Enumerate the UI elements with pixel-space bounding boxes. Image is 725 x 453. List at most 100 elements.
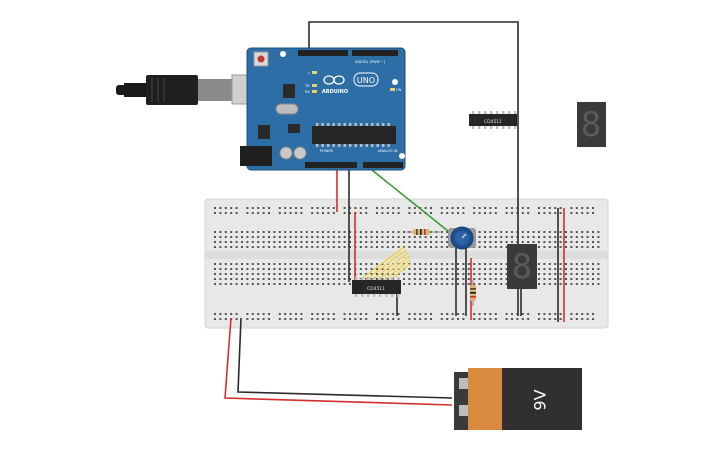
breadboard-hole (494, 241, 497, 243)
breadboard-hole (484, 273, 486, 275)
breadboard-hole (251, 273, 254, 275)
breadboard-hole (343, 278, 346, 280)
breadboard-hole (322, 236, 324, 238)
breadboard-hole (316, 212, 319, 214)
breadboard-hole (538, 212, 540, 214)
breadboard-hole (295, 318, 297, 320)
breadboard-hole (230, 263, 233, 265)
breadboard-hole (219, 283, 222, 285)
power-jack[interactable] (240, 146, 272, 166)
breadboard-hole (543, 241, 546, 243)
breadboard-hole (570, 318, 573, 320)
breadboard-hole (284, 236, 287, 238)
cd4511-chip-board[interactable]: CD4511 (352, 277, 401, 297)
breadboard-hole (494, 268, 497, 270)
arduino-uno-board[interactable]: UNO ARDUINO DIGITAL (PWM ~) L TX RX ON P… (240, 47, 406, 171)
breadboard-hole (570, 313, 573, 315)
breadboard-hole (581, 241, 584, 243)
wire-black-top-loop[interactable] (308, 21, 519, 316)
led-tx (312, 84, 317, 87)
breadboard-hole (359, 212, 362, 214)
breadboard-hole (241, 263, 243, 265)
breadboard-hole (235, 278, 238, 280)
breadboard-hole (327, 318, 330, 320)
breadboard-hole (586, 278, 589, 280)
chip-pin (360, 144, 363, 147)
breadboard-hole (440, 278, 443, 280)
breadboard-hole (332, 278, 335, 280)
breadboard-hole (365, 236, 368, 238)
breadboard-hole (592, 212, 594, 214)
breadboard-hole (300, 313, 303, 315)
chip-pin (478, 126, 481, 129)
breadboard-hole (278, 263, 281, 265)
breadboard-hole (440, 263, 443, 265)
breadboard-hole (278, 241, 281, 243)
breadboard-hole (332, 313, 335, 315)
breadboard-hole (273, 263, 276, 265)
wire-black-battery[interactable] (237, 317, 453, 399)
breadboard-hole (300, 278, 303, 280)
breadboard-hole (559, 318, 562, 320)
breadboard-hole (257, 231, 260, 233)
wire-green-analog[interactable] (366, 165, 449, 232)
potentiometer[interactable] (448, 226, 476, 250)
breadboard-hole (408, 268, 411, 270)
usb-cable[interactable] (116, 74, 269, 105)
breadboard-hole (581, 212, 584, 214)
reset-button[interactable] (257, 55, 265, 63)
battery-9v[interactable]: 9V (454, 368, 582, 430)
breadboard-hole (311, 263, 314, 265)
breadboard-hole (419, 263, 422, 265)
breadboard-hole (419, 273, 422, 275)
breadboard-hole (592, 318, 594, 320)
breadboard-hole (543, 263, 546, 265)
chip-pin (354, 144, 357, 147)
breadboard-hole (219, 241, 222, 243)
breadboard-hole (565, 241, 567, 243)
chip-pin (316, 144, 319, 147)
capacitor (293, 146, 307, 160)
breadboard-hole (457, 212, 459, 214)
mount-hole (392, 79, 398, 85)
breadboard-hole (575, 318, 578, 320)
breadboard-hole (316, 246, 319, 248)
breadboard-hole (386, 246, 389, 248)
breadboard-hole (230, 246, 233, 248)
breadboard-hole (224, 236, 227, 238)
wire-red-battery[interactable] (224, 317, 453, 406)
seven-segment-display-loose[interactable]: 8 (577, 102, 606, 147)
breadboard-hole (284, 207, 287, 209)
breadboard-hole (478, 313, 481, 315)
breadboard-hole (343, 313, 346, 315)
breadboard-hole (484, 236, 486, 238)
cd4511-chip-loose[interactable]: CD4511 (469, 111, 517, 129)
breadboard-hole (565, 236, 567, 238)
breadboard-hole (316, 278, 319, 280)
breadboard-hole (586, 263, 589, 265)
potentiometer-knob[interactable] (461, 233, 467, 239)
mount-hole (399, 153, 405, 159)
breadboard-hole (408, 246, 411, 248)
resistor-horizontal[interactable] (406, 229, 440, 235)
breadboard-hole (446, 246, 449, 248)
breadboard-hole (538, 246, 540, 248)
breadboard-hole (224, 231, 227, 233)
breadboard-hole (430, 241, 432, 243)
breadboard-hole (295, 207, 297, 209)
breadboard-hole (327, 246, 330, 248)
breadboard-hole (322, 273, 324, 275)
breadboard-hole (246, 278, 249, 280)
led-on (390, 88, 395, 91)
breadboard-hole (570, 212, 573, 214)
mount-hole (280, 51, 286, 57)
breadboard-hole (241, 273, 243, 275)
seven-segment-display-board[interactable]: 8 (507, 244, 537, 289)
breadboard-hole (570, 268, 573, 270)
breadboard-hole (505, 207, 508, 209)
breadboard-hole (349, 246, 351, 248)
led-l-label: L (308, 71, 310, 75)
breadboard-hole (305, 231, 308, 233)
breadboard-hole (586, 268, 589, 270)
resistor-vertical[interactable] (470, 280, 476, 306)
